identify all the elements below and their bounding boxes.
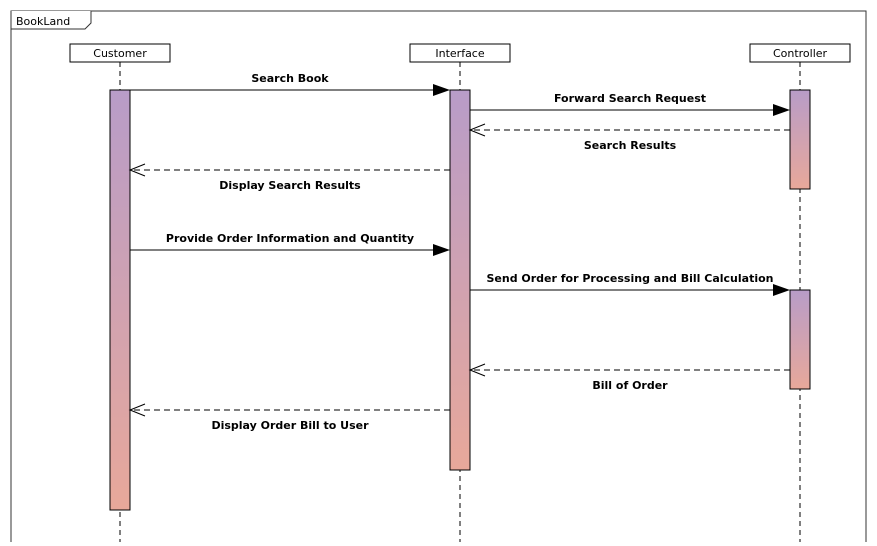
activation-bar-controller (789, 89, 811, 190)
message-label: Display Search Results (219, 179, 361, 192)
arrowhead-filled-icon (433, 244, 450, 256)
arrowhead-filled-icon (773, 104, 790, 116)
message-8: Display Order Bill to User (128, 403, 450, 432)
message-label: Send Order for Processing and Bill Calcu… (486, 272, 773, 285)
message-label: Provide Order Information and Quantity (166, 232, 414, 245)
arrowhead-open-icon (468, 363, 486, 377)
lifeline-label-controller: Controller (773, 47, 828, 60)
lifeline-label-customer: Customer (93, 47, 147, 60)
arrowhead-filled-icon (433, 84, 450, 96)
message-1: Search Book (130, 72, 450, 96)
message-6: Send Order for Processing and Bill Calcu… (470, 272, 790, 296)
lifeline-label-interface: Interface (435, 47, 484, 60)
message-3: Search Results (468, 123, 790, 152)
message-2: Forward Search Request (470, 92, 790, 116)
diagram-frame (10, 10, 867, 546)
frame-title: BookLand (16, 15, 70, 28)
arrowhead-open-icon (128, 403, 146, 417)
arrowhead-open-icon (128, 163, 146, 177)
arrowhead-open-icon (468, 123, 486, 137)
arrowhead-filled-icon (773, 284, 790, 296)
message-7: Bill of Order (468, 363, 790, 392)
message-label: Search Results (584, 139, 677, 152)
frame-title-tab (10, 11, 92, 30)
activation-bar-customer (109, 89, 131, 511)
message-5: Provide Order Information and Quantity (130, 232, 450, 256)
message-label: Display Order Bill to User (211, 419, 369, 432)
message-label: Bill of Order (592, 379, 668, 392)
message-label: Search Book (251, 72, 329, 85)
message-label: Forward Search Request (554, 92, 706, 105)
message-4: Display Search Results (128, 163, 450, 192)
activation-bar-controller (789, 289, 811, 390)
activation-bar-interface (449, 89, 471, 471)
